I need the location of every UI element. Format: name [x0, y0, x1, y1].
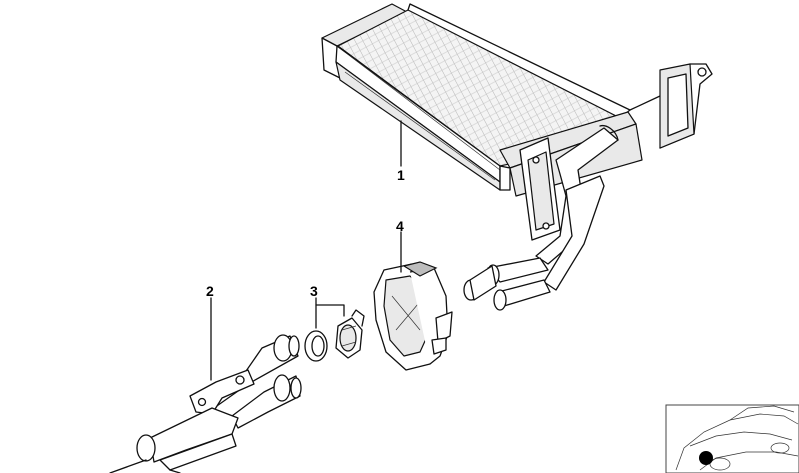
clamp-and-ring[interactable]: [304, 309, 365, 362]
vehicle-thumbnail[interactable]: [665, 404, 799, 473]
callout-labels: 1 4 2 3: [206, 167, 405, 299]
grommet[interactable]: [373, 261, 453, 371]
heater-core[interactable]: [321, 3, 713, 311]
location-marker: [699, 451, 713, 465]
pipe-assembly[interactable]: [109, 334, 302, 473]
callout-3: 3: [310, 283, 318, 299]
leader-lines: [210, 120, 402, 381]
callout-4: 4: [396, 218, 404, 234]
callout-2: 2: [206, 283, 214, 299]
callout-1: 1: [397, 167, 405, 183]
